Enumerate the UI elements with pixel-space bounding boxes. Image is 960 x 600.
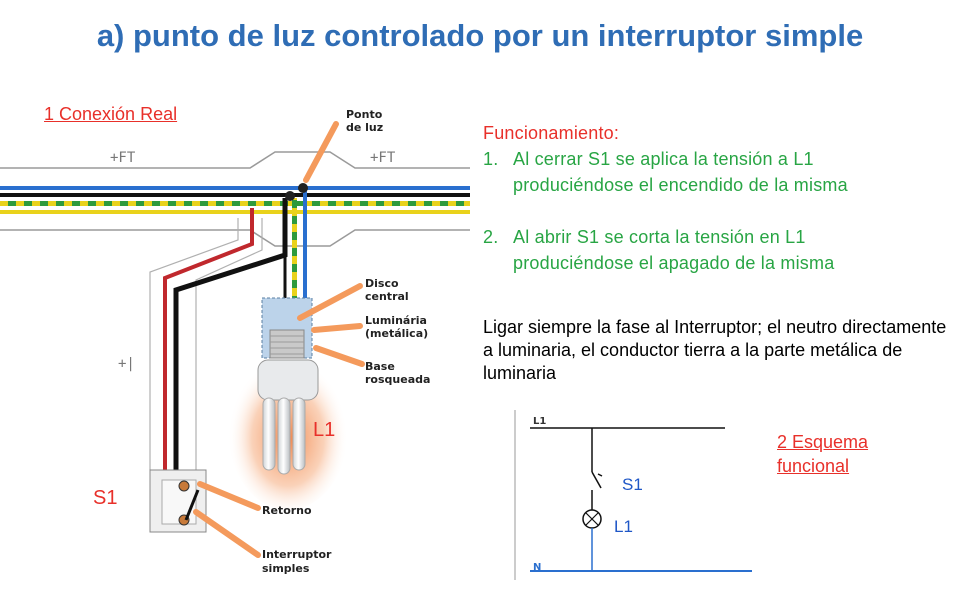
luminaire-base: [261, 297, 313, 359]
item-line: produciéndose el apagado de la misma: [513, 253, 835, 273]
schematic-lamp-label: L1: [614, 517, 633, 536]
functional-schematic: L1 N: [514, 410, 752, 580]
item-number: 1.: [483, 149, 499, 169]
switch-label-s1: S1: [93, 487, 118, 509]
label-luminaria: Luminária(metálica): [365, 314, 428, 340]
horizontal-wires: [0, 186, 470, 214]
funcionamiento-item: 1. Al cerrar S1 se aplica la tensión a L…: [483, 146, 848, 198]
item-number: 2.: [483, 227, 499, 247]
bulb: [228, 350, 348, 510]
wall-switch: [149, 469, 207, 533]
schematic-n-label: N: [533, 562, 541, 573]
svg-text:+FT: +FT: [110, 150, 136, 166]
heading-line: funcional: [777, 456, 850, 476]
item-line: Al cerrar S1 se aplica la tensión a L1: [513, 149, 814, 169]
ceiling-box: +FT +FT: [0, 150, 470, 247]
funcionamiento-item: 2. Al abrir S1 se corta la tensión en L1…: [483, 224, 848, 276]
real-connection-heading: 1 Conexión Real: [44, 104, 178, 124]
functional-scheme-heading: 2 Esquema funcional: [777, 430, 868, 478]
funcionamiento-heading: Funcionamiento:: [483, 123, 620, 143]
item-line: Al abrir S1 se corta la tensión en L1: [513, 227, 806, 247]
funcionamiento-block: Funcionamiento: 1. Al cerrar S1 se aplic…: [483, 120, 848, 276]
heading-line: 2 Esquema: [777, 432, 869, 452]
page-title: a) punto de luz controlado por un interr…: [96, 18, 864, 53]
svg-text:+FT: +FT: [370, 150, 396, 166]
label-retorno: Retorno: [262, 504, 312, 517]
lamp-label-l1: L1: [313, 419, 336, 441]
wiring-note: Ligar siempre la fase al Interruptor; el…: [483, 317, 947, 383]
svg-text:+|: +|: [118, 356, 135, 372]
schematic-l1-label: L1: [533, 416, 546, 427]
callout-arrows: [193, 121, 365, 558]
schematic-s1-label: S1: [622, 475, 643, 494]
item-line: produciéndose el encendido de la misma: [513, 175, 848, 195]
